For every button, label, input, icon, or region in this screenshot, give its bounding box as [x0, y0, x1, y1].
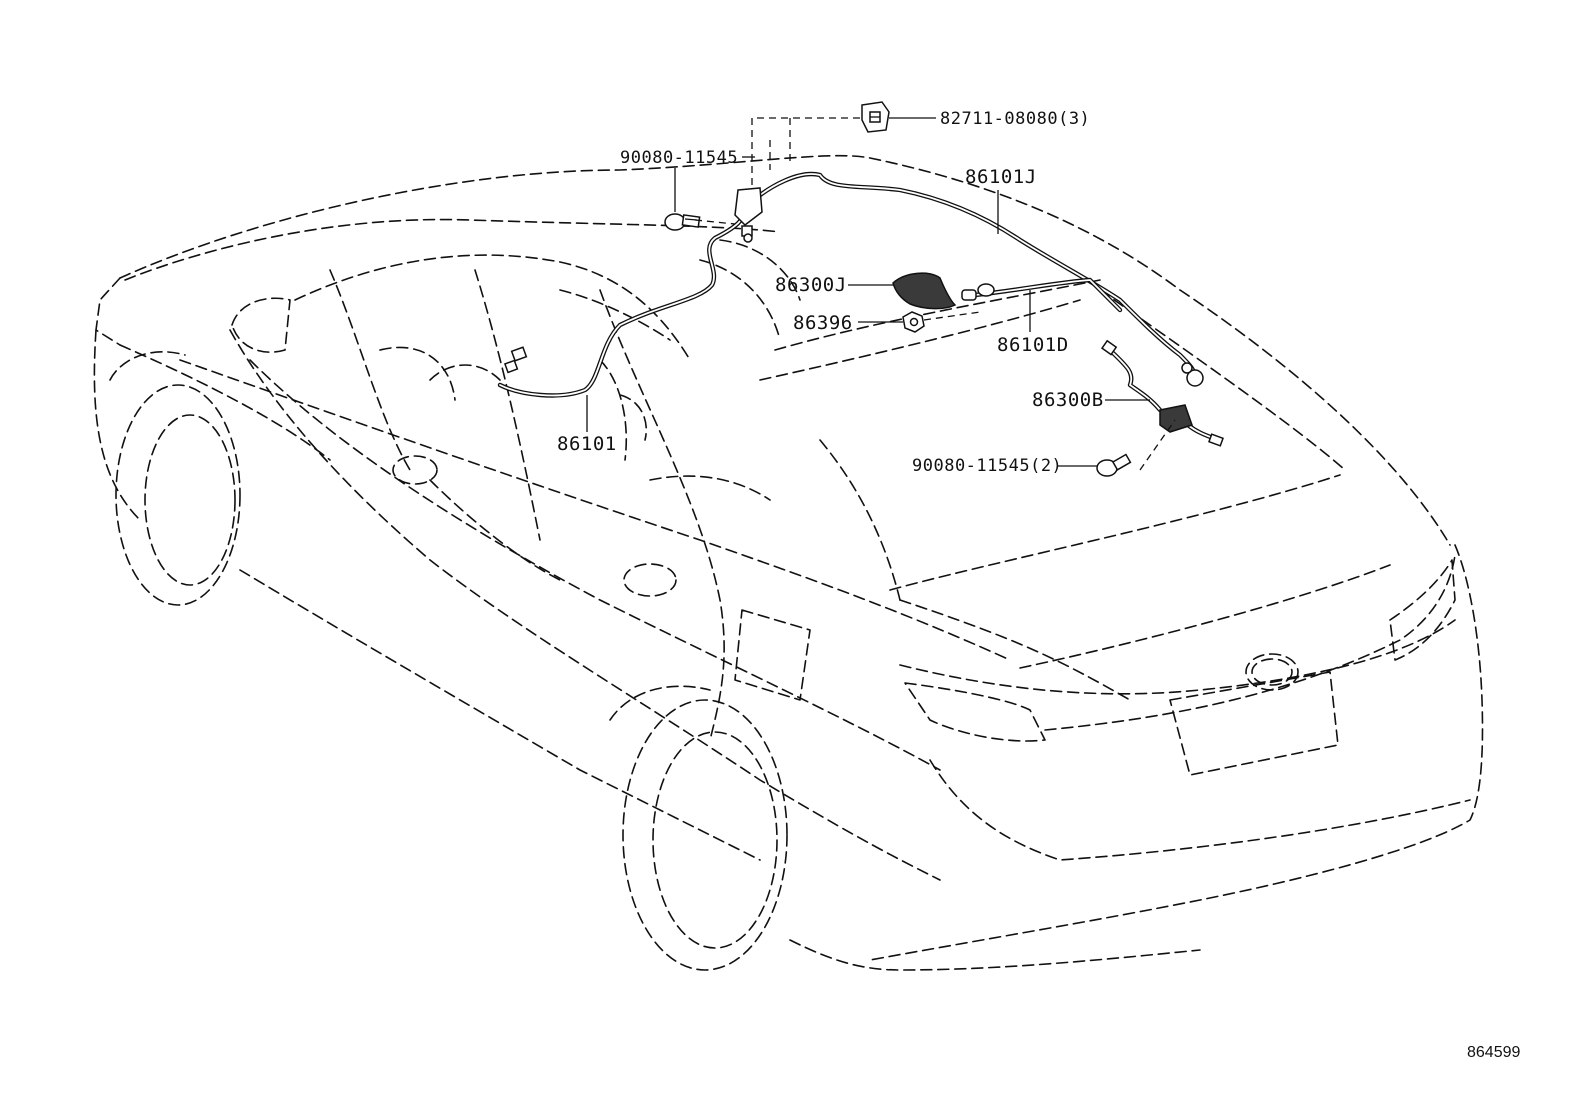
diagram-number: 864599	[1467, 1044, 1520, 1061]
bolt-90080-top	[664, 213, 701, 231]
label-86101d: 86101D	[997, 334, 1069, 356]
car-body-outline	[93, 154, 1484, 971]
antenna-cable-assembly	[497, 171, 1204, 398]
leader-lines	[586, 117, 1176, 471]
label-82711-08080: 82711-08080(3)	[940, 109, 1090, 129]
label-86101: 86101	[557, 433, 617, 455]
label-86300j: 86300J	[775, 274, 847, 296]
label-86101j: 86101J	[965, 166, 1037, 188]
label-86300b: 86300B	[1032, 389, 1104, 411]
clamp-86396	[902, 311, 925, 333]
cable-bracket	[734, 187, 763, 243]
clip-82711	[861, 101, 890, 133]
bolt-90080-rear	[1096, 453, 1132, 477]
antenna-86300j	[892, 272, 995, 310]
antenna-86300b	[1100, 339, 1224, 447]
label-90080-11545-rear: 90080-11545(2)	[912, 456, 1062, 476]
label-86396: 86396	[793, 312, 853, 334]
label-90080-11545-top: 90080-11545	[620, 148, 738, 168]
part-labels: 82711-08080(3) 90080-11545 86101J 86300J…	[557, 109, 1104, 476]
